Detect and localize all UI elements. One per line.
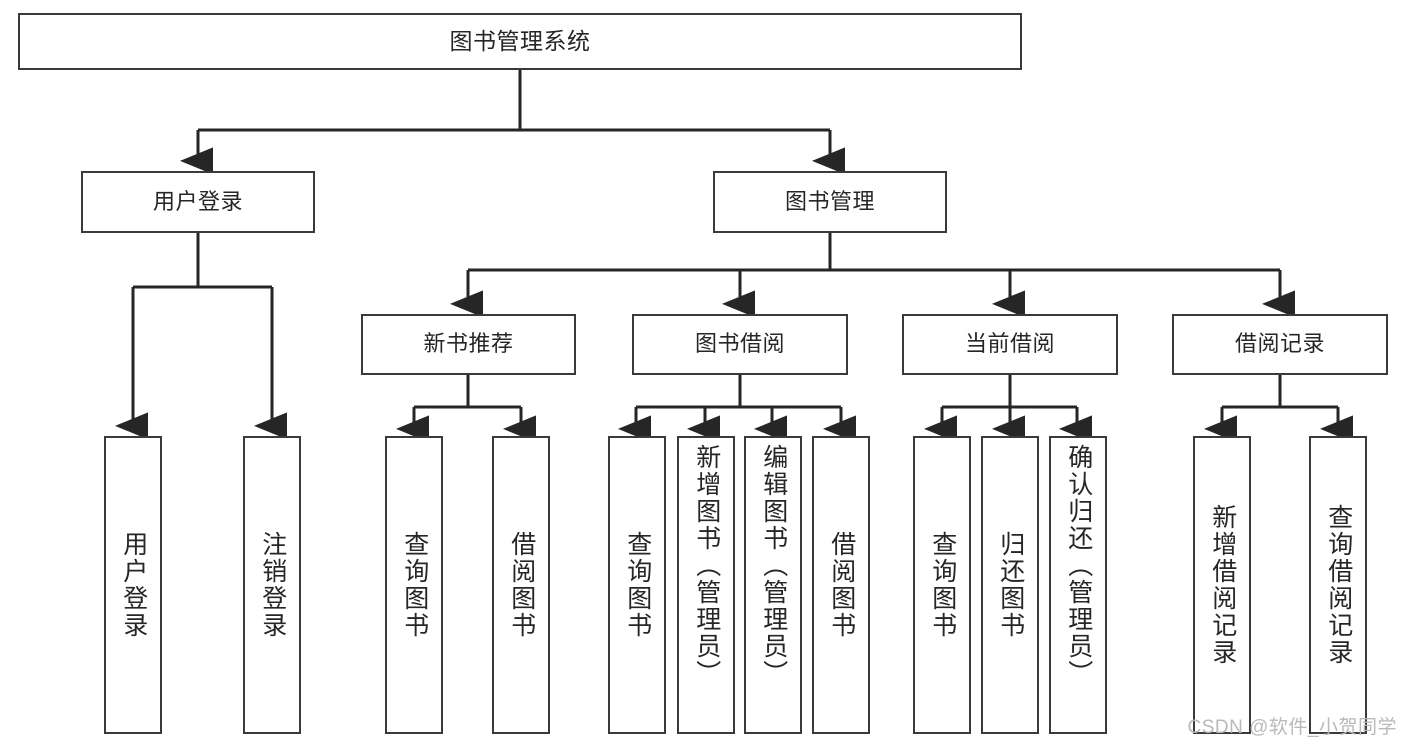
node-leaf-query-book-2-label: 查询图书 [623,531,652,639]
node-leaf-add-book-label: 新增图书（管理员） [692,444,721,687]
node-new-book-recommend[interactable]: 新书推荐 [361,314,576,375]
node-leaf-borrow-book-2[interactable]: 借阅图书 [812,436,870,734]
node-book-manage-label: 图书管理 [784,188,875,214]
node-leaf-user-logout[interactable]: 注销登录 [243,436,301,734]
node-leaf-query-record-label: 查询借阅记录 [1324,504,1353,666]
node-book-borrow[interactable]: 图书借阅 [632,314,848,375]
node-current-borrow-label: 当前借阅 [964,331,1055,357]
node-book-manage[interactable]: 图书管理 [713,171,947,233]
node-leaf-query-book-2[interactable]: 查询图书 [608,436,666,734]
node-leaf-return-book[interactable]: 归还图书 [981,436,1039,734]
node-borrow-record[interactable]: 借阅记录 [1172,314,1388,375]
node-leaf-return-book-label: 归还图书 [996,531,1025,639]
node-leaf-confirm-return-label: 确认归还（管理员） [1064,444,1093,687]
node-leaf-query-book-1[interactable]: 查询图书 [385,436,443,734]
node-leaf-borrow-book-1[interactable]: 借阅图书 [492,436,550,734]
node-borrow-record-label: 借阅记录 [1234,331,1325,357]
node-leaf-borrow-book-2-label: 借阅图书 [827,531,856,639]
node-leaf-query-book-3[interactable]: 查询图书 [913,436,971,734]
node-book-borrow-label: 图书借阅 [694,331,785,357]
node-leaf-user-login-label: 用户登录 [119,531,148,639]
node-leaf-user-login[interactable]: 用户登录 [104,436,162,734]
node-leaf-query-book-1-label: 查询图书 [400,531,429,639]
node-user-login[interactable]: 用户登录 [81,171,315,233]
node-leaf-add-book[interactable]: 新增图书（管理员） [677,436,735,734]
node-new-book-recommend-label: 新书推荐 [423,331,514,357]
node-current-borrow[interactable]: 当前借阅 [902,314,1118,375]
node-root-label: 图书管理系统 [449,27,591,54]
node-leaf-confirm-return[interactable]: 确认归还（管理员） [1049,436,1107,734]
node-leaf-query-book-3-label: 查询图书 [928,531,957,639]
node-leaf-user-logout-label: 注销登录 [258,531,287,639]
node-leaf-add-record-label: 新增借阅记录 [1208,504,1237,666]
node-leaf-borrow-book-1-label: 借阅图书 [507,531,536,639]
node-leaf-edit-book-label: 编辑图书（管理员） [759,444,788,687]
node-leaf-query-record[interactable]: 查询借阅记录 [1309,436,1367,734]
node-root[interactable]: 图书管理系统 [18,13,1022,70]
watermark: CSDN @软件_小贺同学 [1187,717,1397,738]
node-leaf-edit-book[interactable]: 编辑图书（管理员） [744,436,802,734]
node-leaf-add-record[interactable]: 新增借阅记录 [1193,436,1251,734]
node-user-login-label: 用户登录 [152,188,243,214]
